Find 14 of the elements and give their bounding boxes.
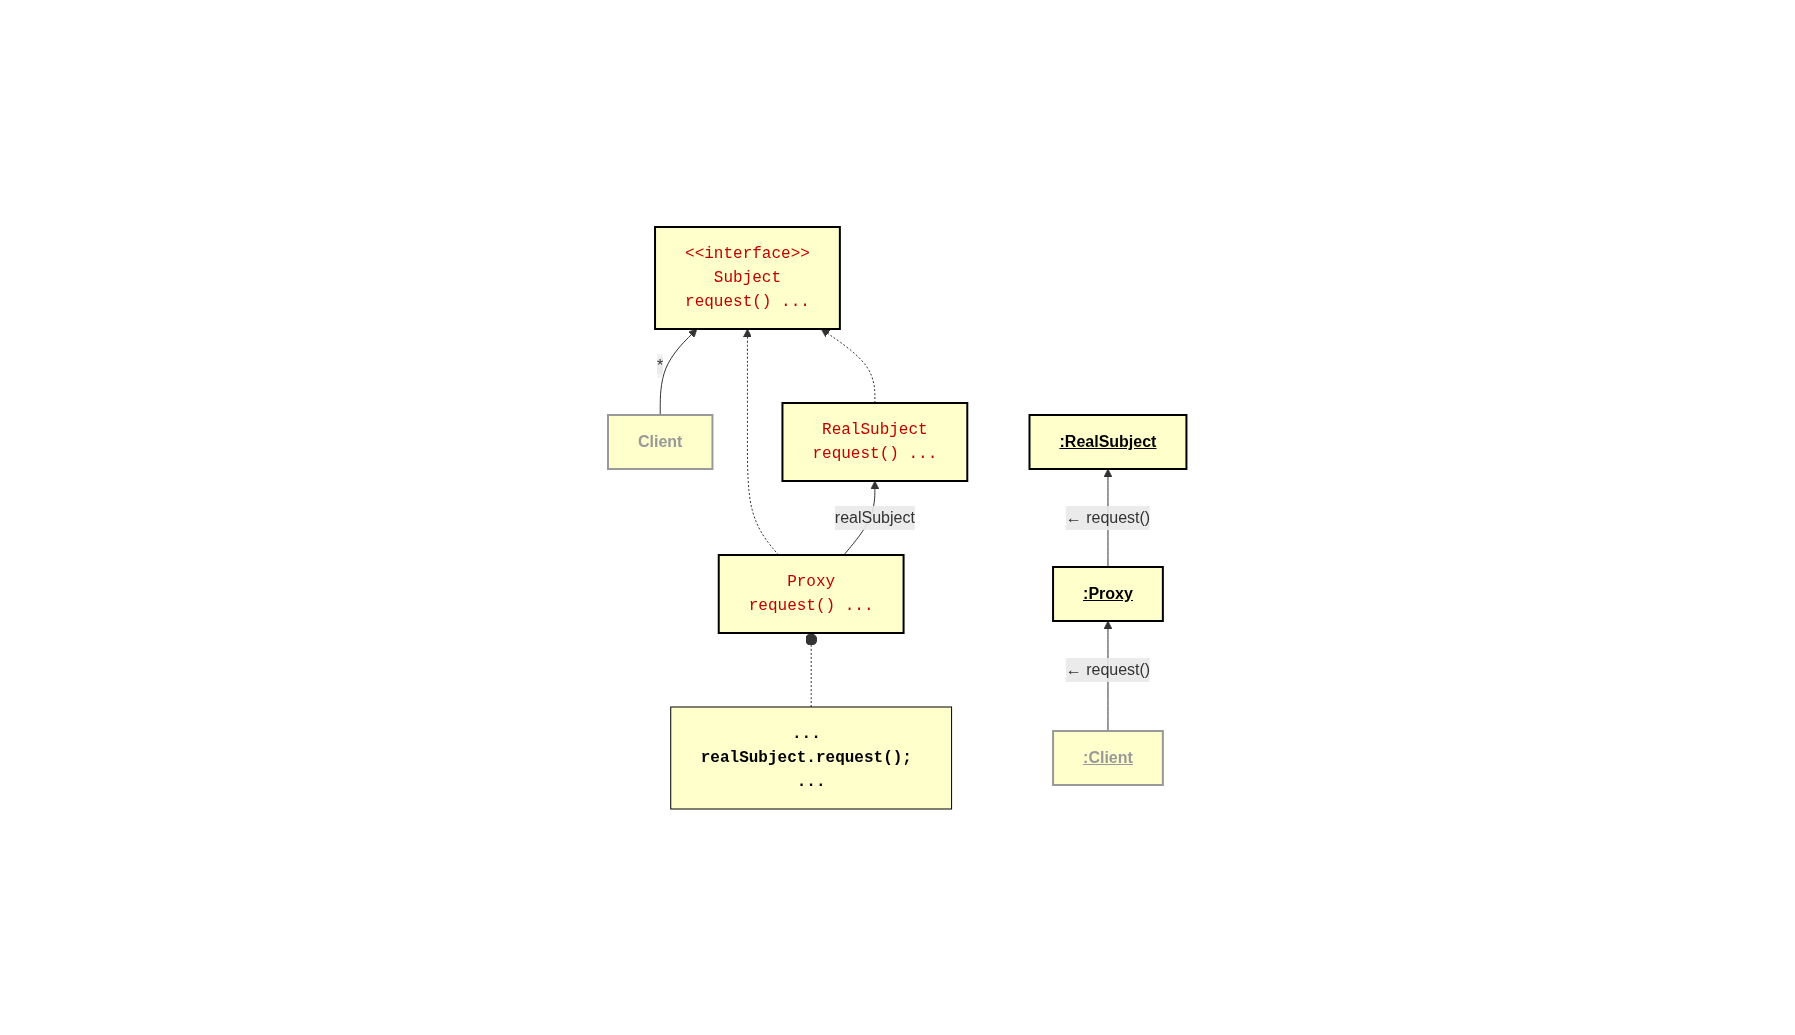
node-box: Proxy request() ...: [718, 553, 905, 634]
node-box: :Client: [1052, 729, 1165, 786]
edge-label: realSubject: [835, 508, 916, 526]
node-box: Client: [607, 413, 714, 470]
node-box: :Proxy: [1052, 565, 1165, 622]
edge-label: ← request(): [1066, 508, 1151, 526]
arrow: [743, 328, 780, 555]
edge-label: ← request(): [1066, 660, 1151, 678]
edge-label: *: [657, 356, 664, 374]
arrow: [660, 328, 698, 415]
node-box: :RealSubject: [1028, 413, 1188, 470]
node-box: RealSubject request() ...: [781, 401, 969, 482]
node-box: ... realSubject.request(); ...: [670, 706, 953, 809]
node-box: <<interface>> Subject request() ...: [654, 225, 842, 330]
